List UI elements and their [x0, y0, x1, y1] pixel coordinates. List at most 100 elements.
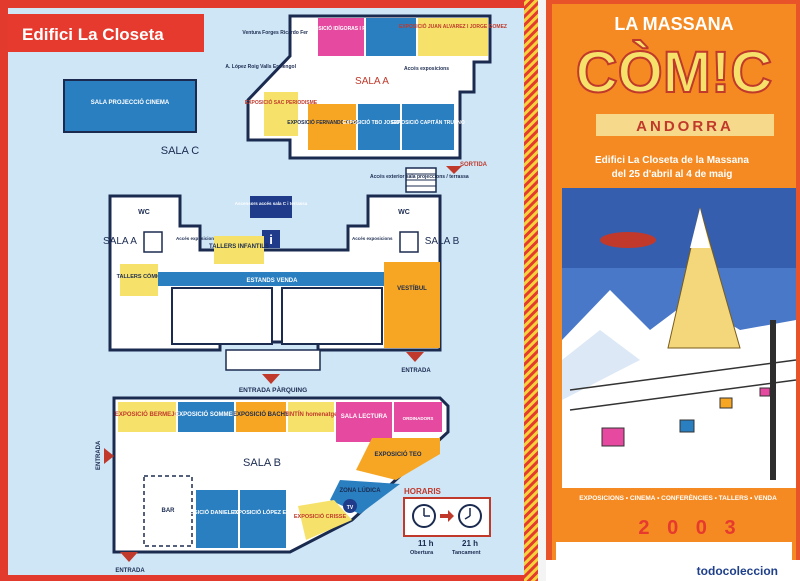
open-label: Obertura	[410, 550, 434, 556]
sala-projeccio-label: SALA PROJECCIÓ CINEMA	[91, 98, 170, 106]
exhibit-ventura-label: Ventura Forges Ricardo Fer	[242, 30, 308, 36]
zona-ludica-label: ZONA LÚDICA	[339, 487, 381, 494]
acces-exposicions-top: Accés exposicions	[404, 66, 449, 72]
exhibit-fernando-label: EXPOSICIÓ FERNANDO FERNANDEZ	[287, 118, 376, 126]
cover-venue-line2: del 25 d'abril al 4 de maig	[612, 169, 733, 180]
entrada-bottom-arrow	[120, 552, 138, 562]
country-band	[596, 114, 774, 136]
exhibit-tbo-label: EXPOSICIÓ TBO JOSEP COLL	[343, 118, 415, 126]
stairs-left	[143, 231, 163, 253]
exhibit-daniel-label: EXPOSICIÓ DANIEL TORRES	[179, 508, 256, 516]
exhibit-tbo	[358, 104, 400, 150]
exhibit-bermejo	[118, 402, 176, 432]
entrada-bottom-label: ENTRADA	[115, 568, 145, 574]
cover-activities: EXPOSICIONS • CINEMA • CONFERÈNCIES • TA…	[579, 493, 777, 502]
sponsors-strip	[556, 542, 792, 560]
ordinadors-label: ORDINADORS	[403, 416, 434, 421]
exhibit-lopez-espi	[240, 490, 286, 548]
exhibit-bermejo-label: EXPOSICIÓ BERMEJO	[115, 410, 180, 418]
central-block-left	[171, 287, 273, 345]
sala-projeccio-cinema	[63, 79, 197, 133]
horaris-box: HORARIS 11 h Obertura 21 h Tancament	[403, 487, 491, 556]
center-stripes	[524, 0, 538, 581]
entrada-mid-arrow	[406, 352, 424, 362]
exhibit-daniel	[196, 490, 238, 548]
cover-venue-line1: Edifici La Closeta de la Massana	[595, 155, 749, 166]
estands-venda	[158, 272, 386, 286]
level-bottom: EXPOSICIÓ BERMEJO EXPOSICIÓ SOMMER EXPOS…	[96, 396, 450, 574]
level-middle: WC WC Ascensors accés sala C i terrassa …	[103, 194, 460, 394]
level-top: SALA PROJECCIÓ CINEMA SALA C SALA A EXPO…	[63, 14, 507, 193]
header-banner	[8, 14, 204, 52]
tallers-comic-label: TALLERS CÒMIC	[117, 272, 162, 280]
close-label: Tancament	[452, 550, 481, 556]
tallers-infantils-label: TALLERS INFANTILS	[209, 244, 269, 250]
bar-label: BAR	[162, 508, 176, 514]
exhibit-crisse-label: EXPOSICIÓ CRISSE	[294, 512, 347, 520]
exhibit-capitan-label: EXPOSICIÓ CAPITÁN TRUENO	[391, 118, 465, 126]
ski-lift-cable	[569, 359, 797, 391]
brochure-title: Edifici La Closeta	[22, 25, 164, 44]
entrada-parquing-label: ENTRADA PÀRQUING	[239, 385, 307, 394]
tallers-infantils	[214, 236, 264, 264]
cover-page: LA MASSANA CÒM!C ANDORRA Edifici La Clos…	[546, 0, 800, 566]
stairs-right	[399, 231, 419, 253]
exhibit-bachs-label: EXPOSICIÓ BACHS	[233, 410, 289, 418]
exhibit-alvarez	[418, 18, 488, 56]
cover-title-top: LA MASSANA	[614, 14, 733, 34]
sala-lectura-label: SALA LECTURA	[341, 414, 388, 420]
entrada-side-label: ENTRADA	[96, 440, 102, 470]
horaris-title: HORARIS	[404, 487, 442, 496]
open-time: 11 h	[418, 539, 434, 548]
ordinadors	[394, 402, 442, 432]
exhibit-lopez-espi-label: EXPOSICIÓ LÓPEZ ESPÍ	[231, 508, 296, 516]
exhibit-lopez-label: A. López Roig Valls Ermengol	[225, 64, 296, 70]
center-fold	[538, 0, 546, 581]
ski-chair	[601, 427, 625, 447]
parquing-arrow	[262, 374, 280, 384]
sala-a-mid-label: SALA A	[103, 236, 137, 247]
close-time: 21 h	[462, 539, 478, 548]
exhibit-sac	[264, 92, 298, 136]
exhibit-idigoras	[318, 18, 364, 56]
exhibit-teo	[356, 438, 440, 480]
lift-pylon	[770, 320, 776, 480]
sortida-label: SORTIDA	[460, 162, 488, 168]
exhibit-idigoras-label: EXPOSICIÓ IDÍGORAS I PACHI	[305, 24, 379, 32]
central-block-right	[281, 287, 383, 345]
exhibit-bachs	[236, 402, 286, 432]
arrow-right-icon	[440, 510, 454, 522]
ascensors-box	[250, 196, 292, 218]
info-icon	[262, 230, 280, 248]
ascensors-label: Ascensors accés sala C i terrassa	[235, 201, 308, 206]
tallers-comic	[120, 264, 158, 296]
entrada-mid-label: ENTRADA	[401, 368, 431, 374]
watermark-text: todocoleccion	[697, 564, 778, 578]
sala-lectura	[336, 402, 392, 442]
acces-left-label: Accés exposicions	[176, 236, 217, 241]
parking-ramp	[225, 349, 321, 371]
acces-right-label: Accés exposicions	[352, 236, 393, 241]
exhibit-tintin-label: TINTÍN homenatge	[284, 410, 338, 418]
sortida-arrow	[446, 166, 462, 174]
entrada-side-arrow	[104, 448, 114, 464]
exhibit-crisse	[298, 500, 352, 540]
cover-year: 2 0 0 3	[638, 517, 741, 539]
estands-venda-label: ESTANDS VENDA	[247, 278, 299, 284]
exhibit-sommer	[178, 402, 234, 432]
vestibul-label: VESTÍBUL	[397, 284, 427, 292]
sala-b-mid-label: SALA B	[425, 236, 460, 247]
wc-right-label: WC	[398, 209, 410, 216]
exhibit-fernando	[308, 104, 356, 150]
cover-title-main: CÒM!C	[576, 40, 773, 105]
watermark-bar	[546, 560, 800, 581]
exhibit-alvarez-label: EXPOSICIÓ JUAN ALVAREZ I JORGE GOMEZ	[399, 22, 507, 30]
exhibit-tintin	[288, 402, 334, 432]
acces-exterior-label: Accés exterior sala projeccions / terras…	[370, 174, 469, 180]
tv-label: TV	[347, 505, 354, 511]
cover-country: ANDORRA	[636, 118, 734, 135]
sala-a-top-room	[300, 58, 458, 100]
exhibit-sac-label: EXPOSICIÓ SAC PERIODISME	[245, 98, 318, 106]
svg-text:i: i	[269, 232, 273, 247]
